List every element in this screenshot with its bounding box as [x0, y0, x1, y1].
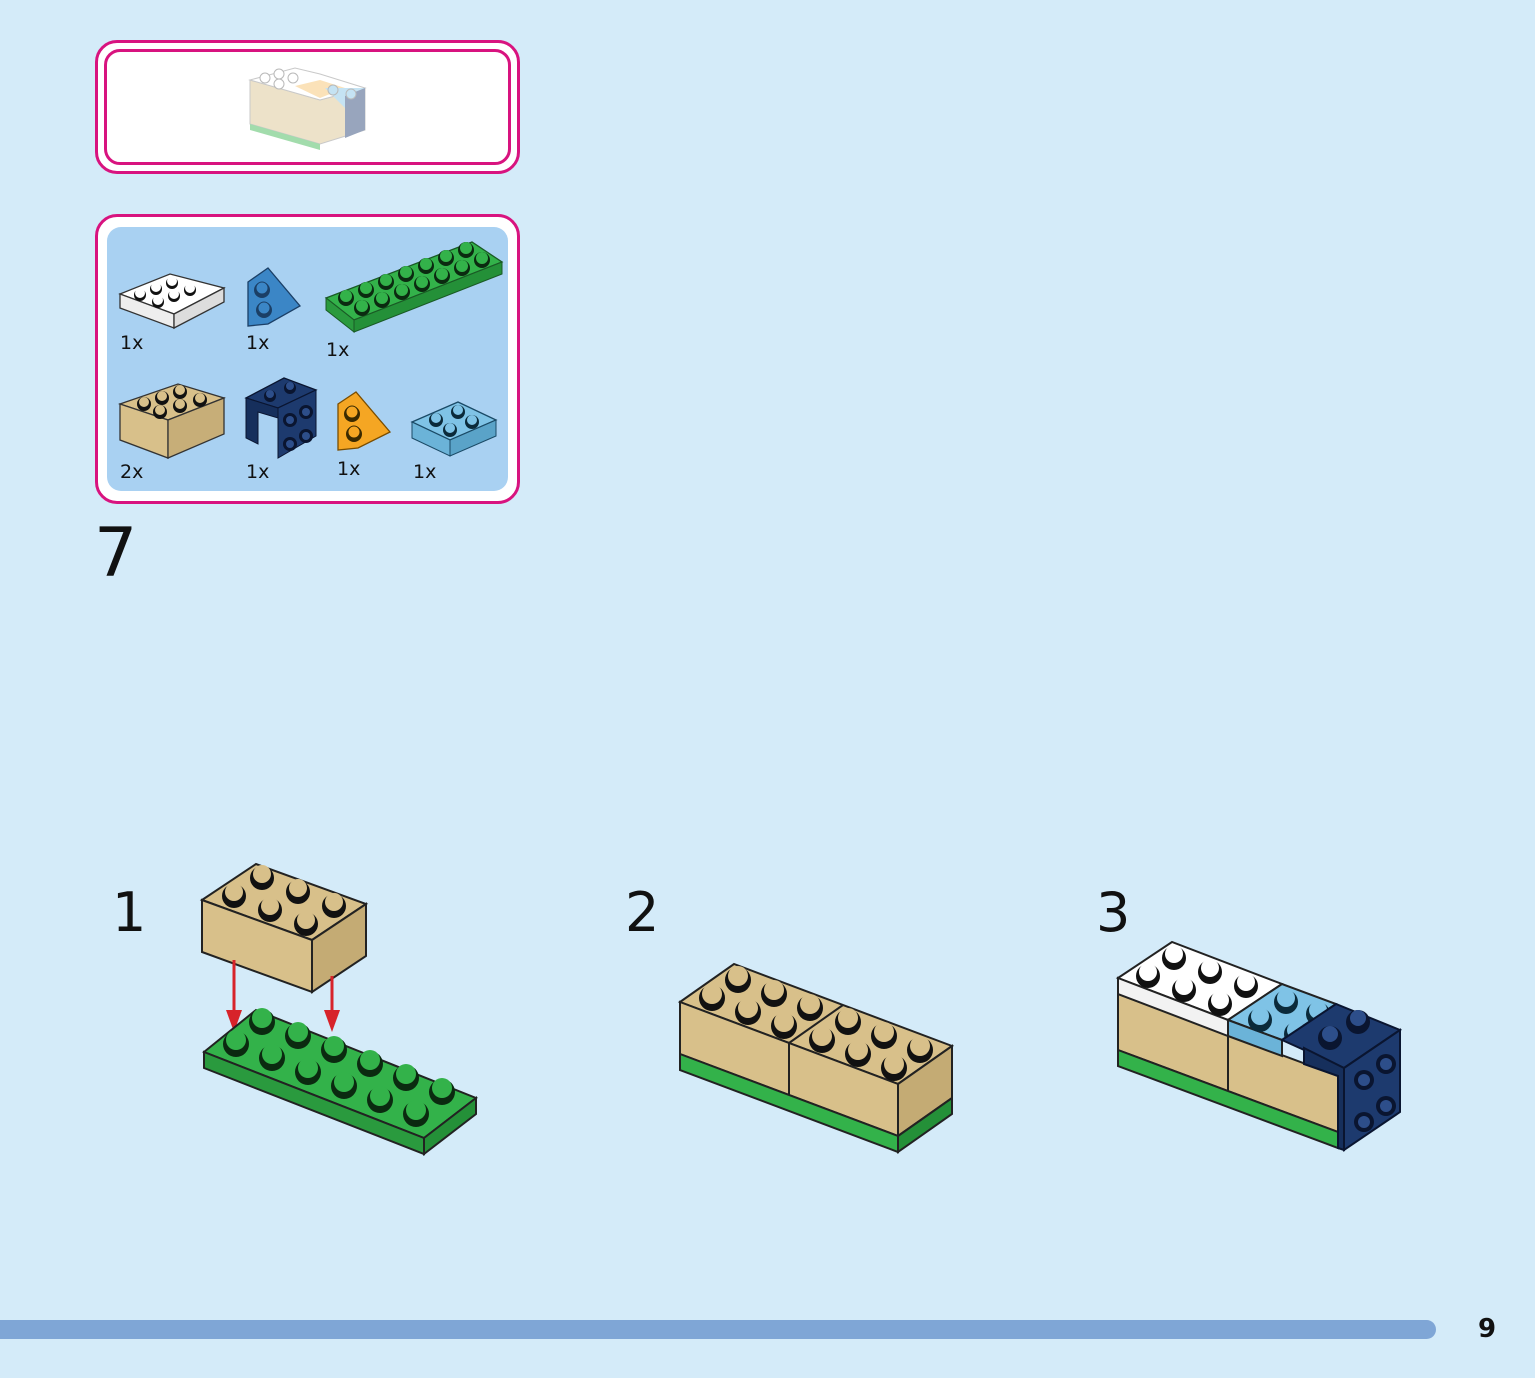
- step-number: 7: [94, 514, 138, 593]
- bottom-bar: [0, 1320, 1436, 1339]
- light-blue-plate-icon: [410, 401, 498, 457]
- part-qty: 1x: [246, 461, 270, 483]
- part-qty: 1x: [246, 332, 270, 354]
- substep-number: 1: [112, 881, 147, 944]
- part-qty: 1x: [413, 461, 437, 483]
- blue-wedge-icon: [247, 267, 302, 327]
- preview-frame: [95, 40, 520, 174]
- part-qty: 1x: [337, 458, 361, 480]
- substep-number: 3: [1096, 881, 1131, 944]
- orange-wedge-icon: [337, 391, 392, 451]
- part-qty: 1x: [120, 332, 144, 354]
- part-qty: 2x: [120, 461, 144, 483]
- substep-1-illustration-icon: [199, 862, 479, 1157]
- green-plate-icon: [324, 241, 504, 334]
- finished-model-preview-icon: [248, 67, 367, 150]
- tan-brick-icon: [117, 383, 226, 459]
- white-plate-icon: [118, 273, 226, 330]
- preview-inner-frame: [104, 49, 511, 165]
- part-qty: 1x: [326, 339, 350, 361]
- dark-blue-bracket-icon: [244, 377, 318, 459]
- page-number: 9: [1478, 1314, 1497, 1344]
- substep-2-illustration-icon: [677, 962, 955, 1154]
- substep-3-illustration-icon: [1115, 940, 1403, 1152]
- substep-number: 2: [625, 881, 660, 944]
